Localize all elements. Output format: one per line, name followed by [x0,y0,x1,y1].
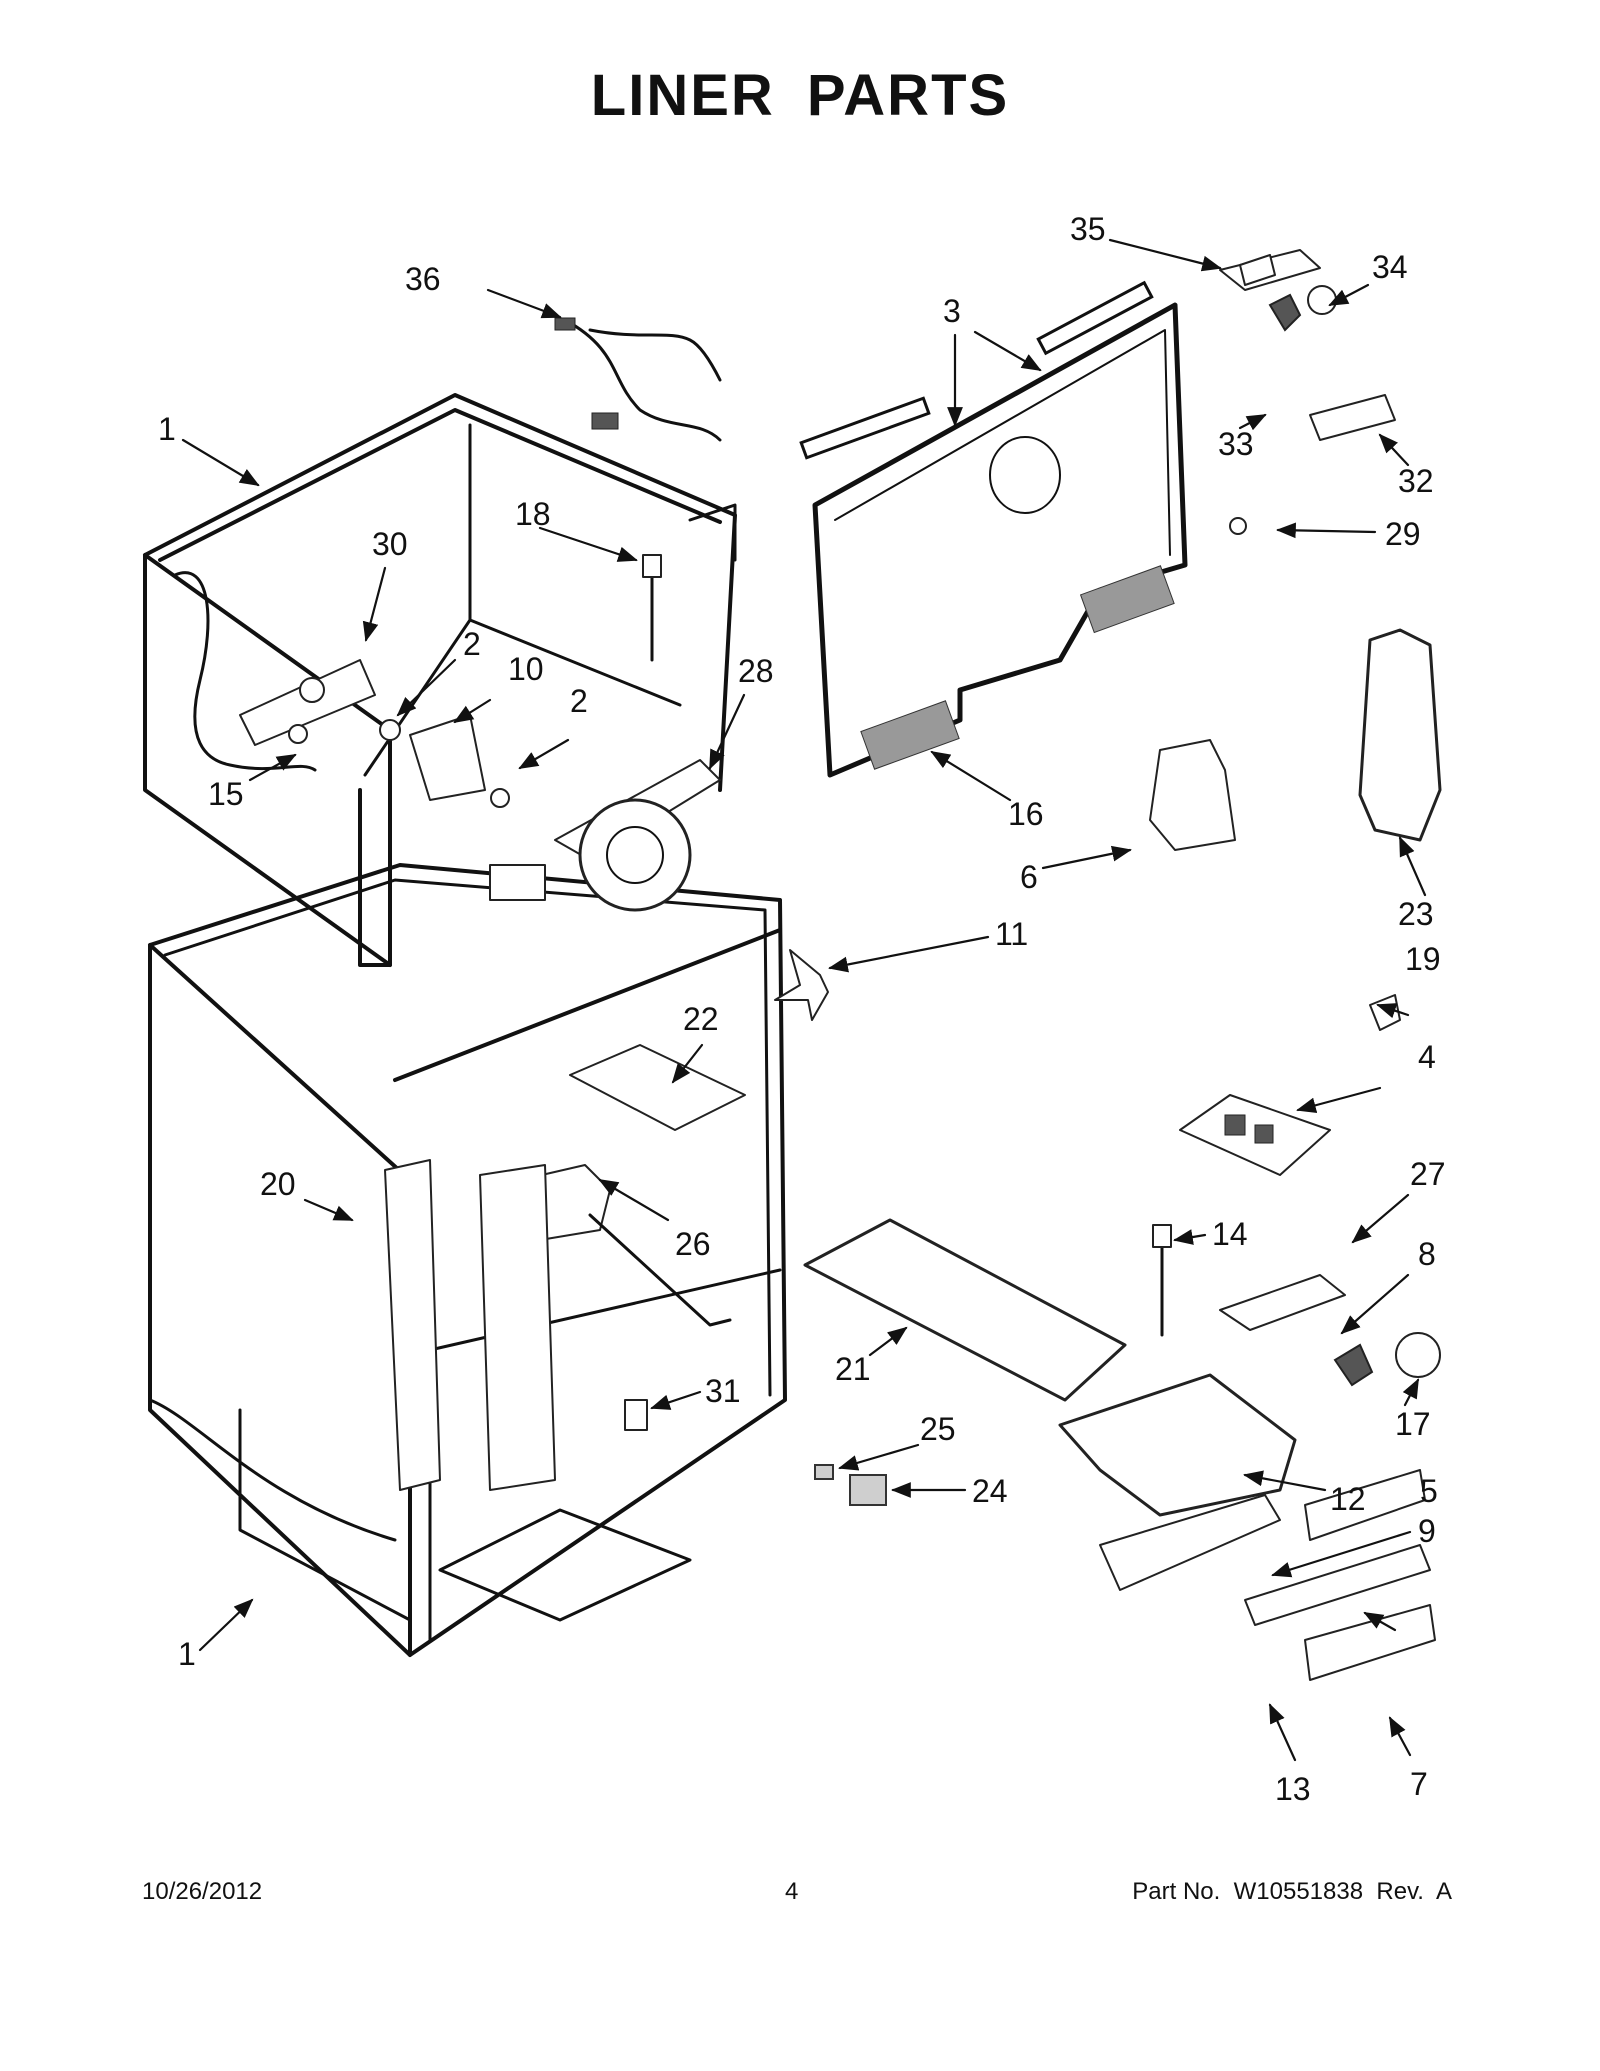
callout-30: 30 [372,526,408,562]
callout-34: 34 [1372,249,1408,285]
callout-32: 32 [1398,463,1434,499]
callout-29: 29 [1385,516,1421,552]
callout-33: 33 [1218,426,1254,462]
wire-harness [554,317,722,442]
callout-5: 5 [1420,1473,1438,1509]
callout-6: 6 [1020,859,1038,895]
light-sockets [1268,285,1441,1387]
callout-labels: 1 1 2 2 3 4 5 6 7 8 9 10 11 12 13 14 15 … [158,211,1446,1807]
evaporator-fan-blade [774,949,829,1021]
fan-shroud [489,759,721,912]
callout-17: 17 [1395,1406,1431,1442]
rear-panel [799,280,1188,778]
callout-19: 19 [1405,941,1441,977]
callout-24: 24 [972,1473,1008,1509]
crisper-tray [803,1218,1297,1517]
callout-15: 15 [208,776,244,812]
freezer-liner [143,393,737,967]
callout-16: 16 [1008,796,1044,832]
air-tower [1149,628,1442,851]
control-panel [1099,1469,1436,1681]
callout-1: 1 [178,1636,196,1672]
callout-1: 1 [158,411,176,447]
callout-28: 28 [738,653,774,689]
damper-housing [239,659,376,746]
callout-9: 9 [1418,1513,1436,1549]
callout-25: 25 [920,1411,956,1447]
footer-page-number: 4 [785,1878,799,1905]
callout-22: 22 [683,1001,719,1037]
callout-4: 4 [1418,1039,1436,1075]
callout-20: 20 [260,1166,296,1202]
callout-23: 23 [1398,896,1434,932]
callout-21: 21 [835,1351,871,1387]
callout-3: 3 [943,293,961,329]
callout-2: 2 [570,683,588,719]
callout-27: 27 [1410,1156,1446,1192]
callout-12: 12 [1330,1481,1366,1517]
callout-18: 18 [515,496,551,532]
callout-36: 36 [405,261,441,297]
vent-cover [384,1044,746,1491]
callout-10: 10 [508,651,544,687]
page-title: LINER PARTS [590,63,1010,128]
callout-31: 31 [705,1373,741,1409]
control-board [1179,1094,1331,1176]
footer-date: 10/26/2012 [142,1878,263,1905]
callout-11: 11 [995,916,1028,952]
small-fittings [288,254,1276,1506]
callout-7: 7 [1410,1766,1428,1802]
callout-26: 26 [675,1226,711,1262]
thermistor [642,554,1172,1337]
callout-8: 8 [1418,1236,1436,1272]
damper-control [379,714,510,808]
footer-part-number: Part No. W10551838 Rev. A [1132,1878,1452,1905]
callout-13: 13 [1275,1771,1311,1807]
callout-2: 2 [463,626,481,662]
callout-14: 14 [1212,1216,1248,1252]
callout-35: 35 [1070,211,1106,247]
leader-lines [181,238,1427,1762]
